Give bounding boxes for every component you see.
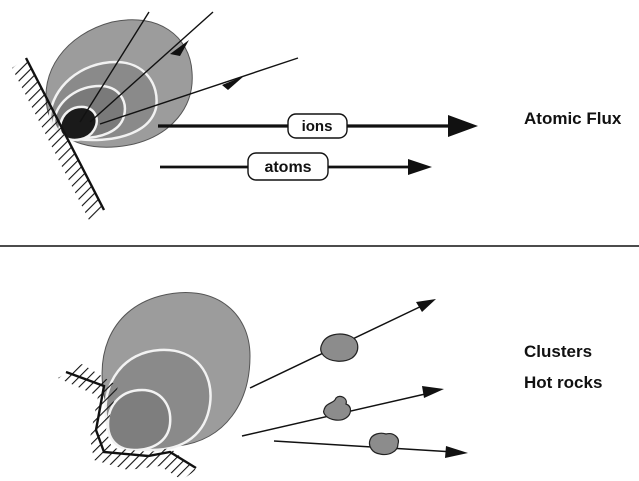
atom-stream-arrowhead xyxy=(408,159,432,175)
ion-stream: ions xyxy=(158,114,478,138)
incident-ray-3-arrowhead xyxy=(222,76,244,90)
ion-stream-label: ions xyxy=(302,118,333,135)
ion-stream-arrowhead xyxy=(448,115,478,137)
bottom-panel: Clusters Hot rocks xyxy=(58,293,602,480)
clusters xyxy=(321,334,399,454)
atom-stream: atoms xyxy=(160,153,432,180)
clusters-label: Clusters xyxy=(524,342,592,361)
top-plume xyxy=(46,20,192,147)
bottom-plume-core xyxy=(108,390,170,450)
cluster-3 xyxy=(369,433,398,454)
cluster-trajectory-3 xyxy=(274,441,454,452)
bottom-plume xyxy=(102,293,250,450)
cluster-trajectory-3-arrowhead xyxy=(445,446,468,458)
cluster-trajectory-1-arrowhead xyxy=(416,299,436,312)
cluster-1 xyxy=(321,334,358,361)
cluster-trajectories xyxy=(242,299,468,458)
atomic-flux-label: Atomic Flux xyxy=(524,109,622,128)
cluster-trajectory-2-arrowhead xyxy=(422,386,444,398)
atom-stream-label: atoms xyxy=(264,159,311,176)
top-panel: ions atoms Atomic Flux xyxy=(12,12,622,222)
cluster-2 xyxy=(324,396,351,420)
hot-rocks-label: Hot rocks xyxy=(524,373,602,392)
